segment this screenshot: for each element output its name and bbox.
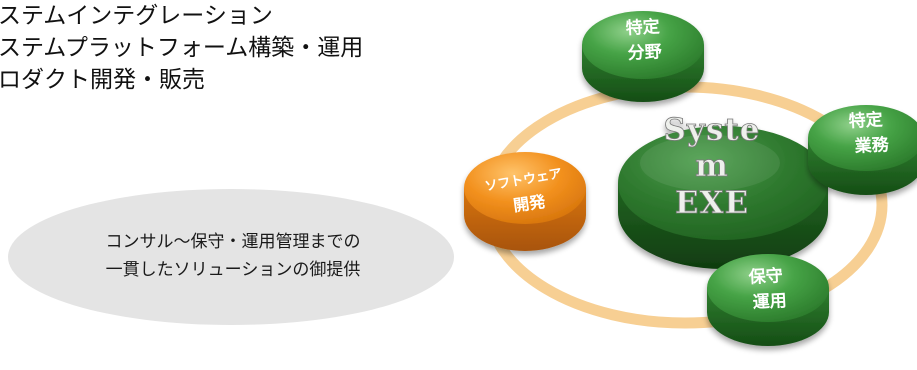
node-software-line-2: 開発 <box>512 192 547 215</box>
center-label-line-2: m <box>695 148 729 184</box>
summary-line-2: 一貫したソリューションの御提供 <box>105 260 361 280</box>
summary-line-1: コンサル～保守・運用管理までの <box>105 232 361 252</box>
node-software: ソフトウェア 開発 <box>464 152 586 251</box>
center-label-line-1: Syste <box>664 112 761 148</box>
node-maintenance-line-2: 運用 <box>752 291 787 313</box>
center-label-line-3: EXE <box>675 185 749 221</box>
node-specific-field-line-1: 特定 <box>625 16 660 39</box>
node-specific-field: 特定 分野 <box>582 11 704 102</box>
service-item-system-integration: ステムインテグレーション <box>0 3 273 29</box>
service-item-product: ロダクト開発・販売 <box>0 67 205 93</box>
node-specific-business-line-2: 業務 <box>854 134 890 157</box>
summary-text: コンサル～保守・運用管理までの 一貫したソリューションの御提供 <box>60 228 406 284</box>
node-specific-field-line-2: 分野 <box>627 42 662 64</box>
service-list: ステムインテグレーション ステムプラットフォーム構築・運用 ロダクト開発・販売 <box>0 0 363 96</box>
node-specific-business-line-1: 特定 <box>848 109 883 132</box>
node-specific-business: 特定 業務 <box>808 105 917 195</box>
node-maintenance: 保守 運用 <box>707 254 829 346</box>
service-item-platform: ステムプラットフォーム構築・運用 <box>0 35 364 61</box>
summary-ellipse <box>8 189 454 325</box>
node-maintenance-line-1: 保守 <box>747 265 783 288</box>
center-node: Syste m EXE <box>618 112 828 269</box>
